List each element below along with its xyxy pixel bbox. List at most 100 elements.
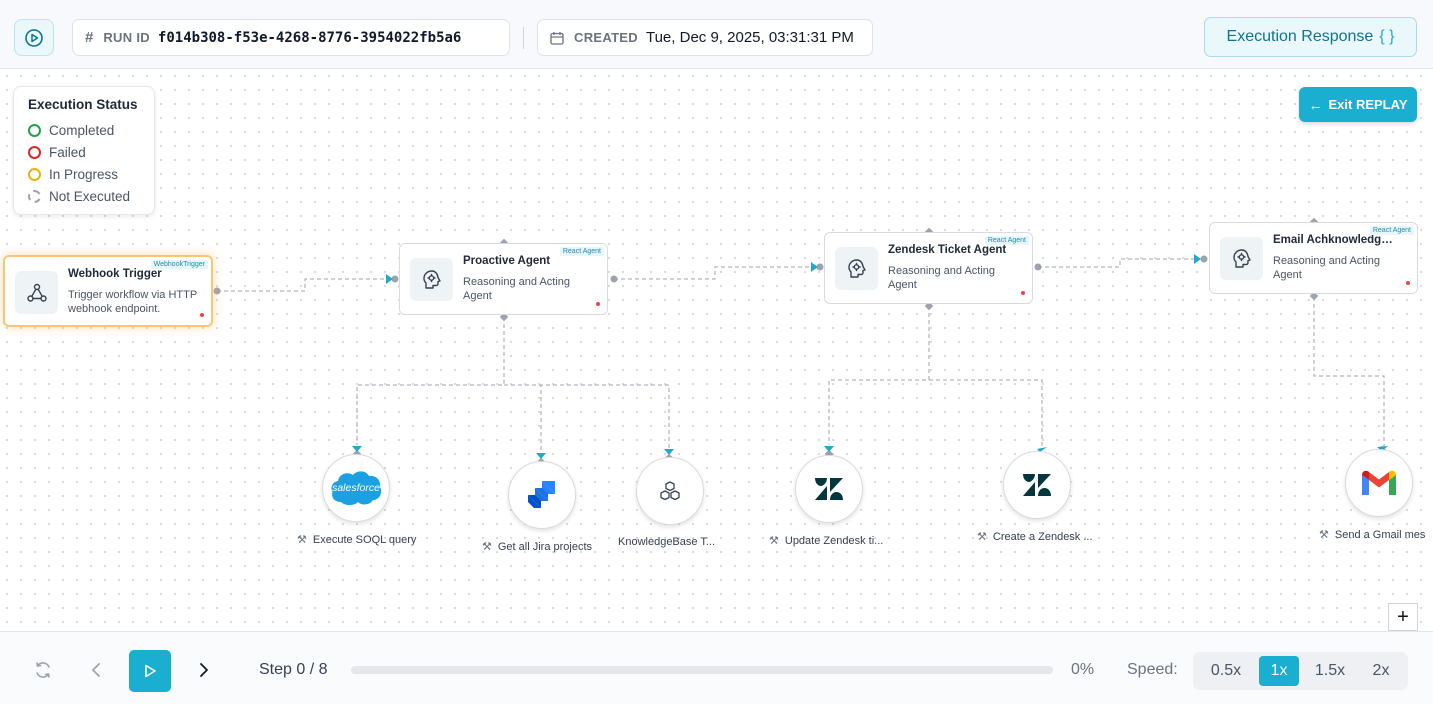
tool-label-text: KnowledgeBase T... bbox=[618, 536, 715, 548]
node-title: Webhook Trigger bbox=[68, 268, 162, 280]
tool-create-zendesk[interactable] bbox=[1003, 451, 1071, 519]
node-type-badge: React Agent bbox=[560, 247, 604, 256]
chevron-right-icon bbox=[197, 661, 211, 679]
node-description: Trigger workflow via HTTP webhook endpoi… bbox=[68, 288, 203, 316]
tool-label-text: Execute SOQL query bbox=[313, 534, 417, 546]
play-circle-button[interactable] bbox=[14, 19, 54, 56]
edge-email-gmail bbox=[1314, 297, 1384, 447]
node-title: Proactive Agent bbox=[463, 255, 550, 267]
zoom-in-button[interactable]: + bbox=[1388, 603, 1418, 631]
edge-proactive-kb bbox=[504, 385, 669, 449]
tool-execute-soql[interactable]: salesforce bbox=[322, 454, 390, 522]
brain-icon bbox=[410, 258, 453, 301]
node-type-badge: React Agent bbox=[985, 236, 1029, 245]
not-executed-ring-icon bbox=[28, 190, 41, 203]
created-chip: CREATED Tue, Dec 9, 2025, 03:31:31 PM bbox=[537, 19, 873, 56]
gmail-icon bbox=[1360, 469, 1398, 497]
handle-email-in bbox=[1201, 256, 1208, 263]
play-circle-icon bbox=[24, 28, 44, 48]
edge-zendesk-update bbox=[829, 306, 929, 445]
tool-label-text: Update Zendesk ti... bbox=[785, 535, 883, 547]
run-id-chip: # RUN ID f014b308-f53e-4268-8776-3954022… bbox=[72, 19, 510, 56]
arrow-jira-in bbox=[536, 453, 546, 459]
legend-label: In Progress bbox=[49, 167, 118, 182]
speed-option-0-5x[interactable]: 0.5x bbox=[1201, 656, 1251, 686]
speed-option-1-5x[interactable]: 1.5x bbox=[1307, 656, 1353, 686]
edge-proactive-soql bbox=[357, 317, 504, 445]
edge-proactive-jira bbox=[504, 385, 541, 453]
tool-hammer-icon: ⚒ bbox=[1319, 528, 1329, 541]
tool-get-jira-projects[interactable] bbox=[508, 461, 576, 529]
salesforce-icon: salesforce bbox=[329, 468, 383, 508]
tool-update-zendesk[interactable] bbox=[795, 455, 863, 523]
tool-label-text: Create a Zendesk ... bbox=[993, 531, 1093, 543]
node-status-dot bbox=[200, 313, 204, 317]
tool-hammer-icon: ⚒ bbox=[977, 530, 987, 543]
tool-label-text: Send a Gmail mes bbox=[1335, 529, 1425, 541]
jira-icon bbox=[528, 480, 556, 510]
edge-zendesk-email bbox=[1038, 259, 1196, 267]
tool-knowledgebase[interactable] bbox=[636, 457, 704, 525]
progress-percent: 0% bbox=[1071, 661, 1094, 679]
execution-status-legend: Execution Status Completed Failed In Pro… bbox=[13, 86, 155, 215]
tool-send-gmail[interactable] bbox=[1345, 449, 1413, 517]
exit-replay-button[interactable]: ← Exit REPLAY bbox=[1299, 87, 1417, 122]
replay-controls: Step 0 / 8 0% Speed: 0.5x 1x 1.5x 2x bbox=[0, 631, 1433, 704]
header-bar: # RUN ID f014b308-f53e-4268-8776-3954022… bbox=[0, 0, 1433, 69]
tool-label-create-zendesk: ⚒ Create a Zendesk ... bbox=[977, 530, 1093, 543]
run-id-value: f014b308-f53e-4268-8776-3954022fb5a6 bbox=[158, 30, 461, 46]
exit-replay-label: Exit REPLAY bbox=[1329, 97, 1408, 112]
play-button[interactable] bbox=[129, 650, 171, 692]
handle-webhook-out bbox=[214, 288, 221, 295]
node-proactive-agent[interactable]: Proactive Agent Reasoning and Acting Age… bbox=[399, 243, 608, 315]
edge-webhook-proactive bbox=[217, 279, 388, 291]
node-email-acknowledge[interactable]: Email Achknowledge... Reasoning and Acti… bbox=[1209, 222, 1418, 294]
node-description: Reasoning and Acting Agent bbox=[1273, 254, 1408, 282]
edge-zendesk-create bbox=[929, 380, 1042, 449]
plus-icon: + bbox=[1397, 606, 1409, 629]
legend-failed: Failed bbox=[28, 141, 140, 163]
arrow-update-in bbox=[824, 446, 834, 452]
legend-title: Execution Status bbox=[28, 97, 140, 112]
previous-step-button[interactable] bbox=[81, 655, 111, 685]
speed-label: Speed: bbox=[1127, 661, 1178, 679]
progress-bar[interactable] bbox=[351, 666, 1053, 674]
play-icon bbox=[142, 663, 158, 679]
node-webhook-trigger[interactable]: Webhook Trigger Trigger workflow via HTT… bbox=[3, 255, 213, 327]
in-progress-ring-icon bbox=[28, 168, 41, 181]
node-description: Reasoning and Acting Agent bbox=[888, 264, 1023, 292]
execution-response-button[interactable]: Execution Response { } bbox=[1204, 17, 1417, 57]
salesforce-logo-text: salesforce bbox=[332, 482, 380, 494]
handle-zendesk-out bbox=[1035, 264, 1042, 271]
created-value: Tue, Dec 9, 2025, 03:31:31 PM bbox=[646, 29, 854, 46]
arrow-zendesk-in bbox=[811, 262, 818, 272]
tool-label-soql: ⚒ Execute SOQL query bbox=[297, 533, 416, 546]
reset-button[interactable] bbox=[28, 655, 58, 685]
failed-ring-icon bbox=[28, 146, 41, 159]
legend-label: Not Executed bbox=[49, 189, 130, 204]
step-counter: Step 0 / 8 bbox=[259, 661, 328, 679]
edges-layer bbox=[0, 69, 1433, 631]
edge-proactive-zendesk bbox=[614, 267, 812, 279]
knowledgebase-icon bbox=[658, 480, 682, 502]
run-id-label: RUN ID bbox=[103, 30, 150, 45]
node-zendesk-ticket-agent[interactable]: Zendesk Ticket Agent Reasoning and Actin… bbox=[824, 232, 1033, 304]
arrow-soql-in bbox=[352, 446, 362, 452]
arrow-email-in bbox=[1194, 254, 1201, 264]
arrow-left-icon: ← bbox=[1309, 97, 1323, 113]
node-type-badge: WebhookTrigger bbox=[151, 260, 208, 269]
node-type-badge: React Agent bbox=[1370, 226, 1414, 235]
tool-label-jira: ⚒ Get all Jira projects bbox=[482, 540, 592, 553]
zendesk-icon bbox=[814, 477, 844, 501]
tool-hammer-icon: ⚒ bbox=[297, 533, 307, 546]
speed-option-1x[interactable]: 1x bbox=[1259, 656, 1299, 686]
refresh-icon bbox=[33, 660, 53, 680]
tool-label-text: Get all Jira projects bbox=[498, 541, 592, 553]
node-status-dot bbox=[596, 302, 600, 306]
speed-option-2x[interactable]: 2x bbox=[1359, 656, 1403, 686]
tool-hammer-icon: ⚒ bbox=[482, 540, 492, 553]
workflow-canvas[interactable]: Execution Status Completed Failed In Pro… bbox=[0, 69, 1433, 631]
zendesk-icon bbox=[1022, 473, 1052, 497]
next-step-button[interactable] bbox=[189, 655, 219, 685]
